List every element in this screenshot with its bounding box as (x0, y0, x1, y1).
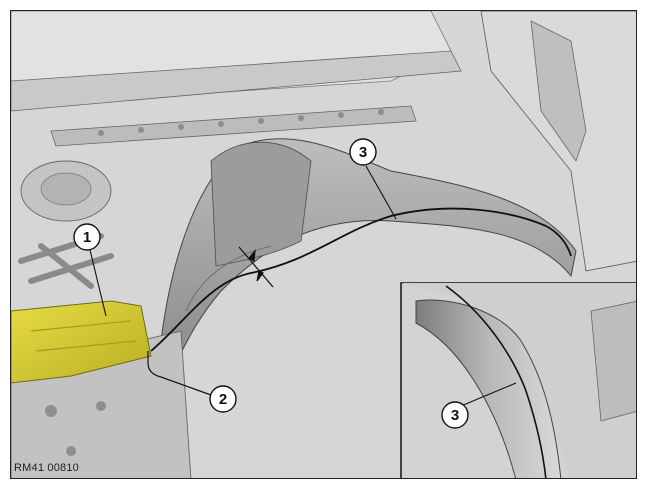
spare-well-inner (40, 172, 92, 206)
callout-2: 2 (209, 385, 237, 413)
highlighted-part (11, 300, 152, 384)
arch-edge (185, 245, 272, 312)
cross-member (11, 50, 462, 112)
car-body-drawing: 1 2 3 3 (11, 11, 636, 478)
callout-3-inset-leader (460, 382, 517, 407)
callout-3-main-label: 3 (359, 144, 367, 161)
callout-3-leader (365, 165, 397, 220)
pillar-inner (530, 20, 587, 162)
rail (50, 105, 417, 147)
callout-3-inset-label: 3 (451, 407, 459, 424)
illustration-frame: 1 2 3 3 (10, 10, 637, 479)
highlighted-part-ribs (30, 320, 137, 352)
callout-1-label: 1 (83, 229, 91, 246)
callout-3-main: 3 (349, 138, 377, 166)
dimension-marker (238, 246, 274, 288)
inset-detail: 3 (400, 282, 636, 478)
callout-1: 1 (73, 223, 101, 251)
inset-seal-line (445, 285, 547, 478)
callout-2-label: 2 (219, 391, 227, 408)
sill-holes (45, 401, 106, 456)
callout-1-leader (89, 249, 107, 317)
seal-line (150, 207, 572, 352)
callout-3-inset: 3 (441, 401, 469, 429)
callout-2-leader (147, 351, 212, 396)
shock-tower (210, 141, 312, 267)
pillar-panel (480, 11, 636, 272)
reference-code: RM41 00810 (14, 462, 79, 474)
rail-holes (98, 109, 384, 136)
